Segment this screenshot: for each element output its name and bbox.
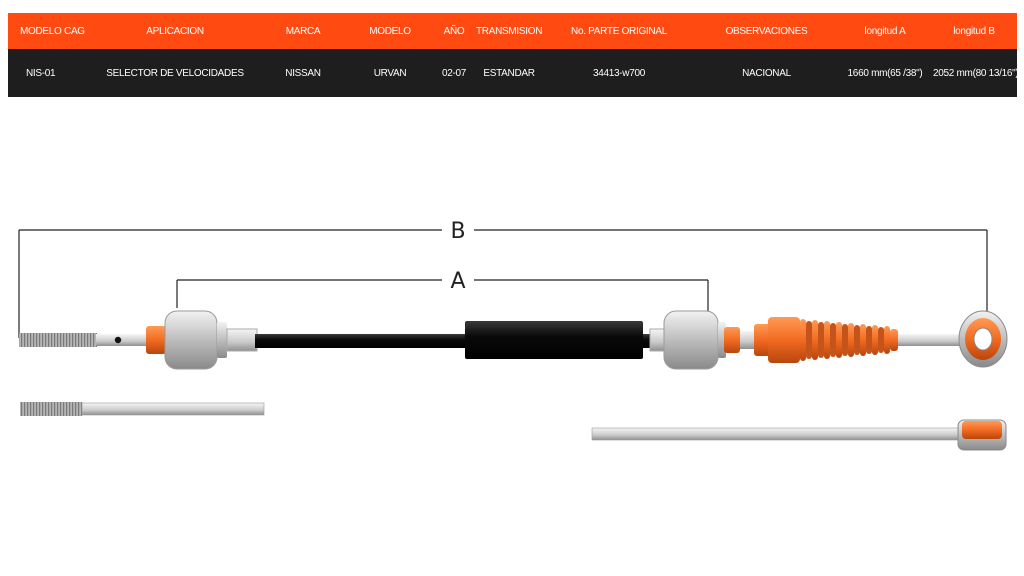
dimension-a: A (176, 269, 709, 315)
label-a: A (450, 269, 465, 294)
left-threaded-tip (19, 333, 97, 347)
bellows-boot (768, 317, 898, 363)
header-ano: AÑO (434, 13, 474, 49)
cell-aplicacion: SELECTOR DE VELOCIDADES (90, 49, 260, 97)
label-b: B (450, 219, 465, 244)
right-loose-rod (591, 419, 1007, 451)
cell-transmision: ESTANDAR (474, 49, 544, 97)
cable-diagram: B A (18, 219, 1008, 451)
cell-modelo-cag: NIS-01 (8, 49, 90, 97)
header-observaciones: OBSERVACIONES (694, 13, 839, 49)
left-loose-rod (20, 402, 265, 416)
header-transmision: TRANSMISION (474, 13, 544, 49)
table-row: NIS-01 SELECTOR DE VELOCIDADES NISSAN UR… (8, 49, 1017, 97)
table-header-row: MODELO CAG APLICACION MARCA MODELO AÑO T… (8, 13, 1017, 49)
header-modelo-cag: MODELO CAG (8, 13, 90, 49)
right-eyelet (958, 310, 1008, 368)
header-modelo: MODELO (346, 13, 434, 49)
dimension-b: B (18, 219, 988, 338)
header-longitud-b: longitud B (931, 13, 1017, 49)
cell-longitud-b: 2052 mm(80 13/16") (931, 49, 1017, 97)
cell-modelo: URVAN (346, 49, 434, 97)
spec-table: MODELO CAG APLICACION MARCA MODELO AÑO T… (8, 13, 1017, 97)
cable-assembly (19, 310, 1008, 370)
cell-longitud-a: 1660 mm(65 /38") (839, 49, 931, 97)
cell-observaciones: NACIONAL (694, 49, 839, 97)
cable-sleeve (465, 321, 643, 359)
cell-parte-original: 34413-w700 (544, 49, 694, 97)
right-grommet (663, 310, 719, 370)
cell-marca: NISSAN (260, 49, 346, 97)
header-marca: MARCA (260, 13, 346, 49)
header-longitud-a: longitud A (839, 13, 931, 49)
header-aplicacion: APLICACION (90, 13, 260, 49)
header-parte-original: No. PARTE ORIGINAL (544, 13, 694, 49)
left-grommet (164, 310, 218, 370)
cell-ano: 02-07 (434, 49, 474, 97)
